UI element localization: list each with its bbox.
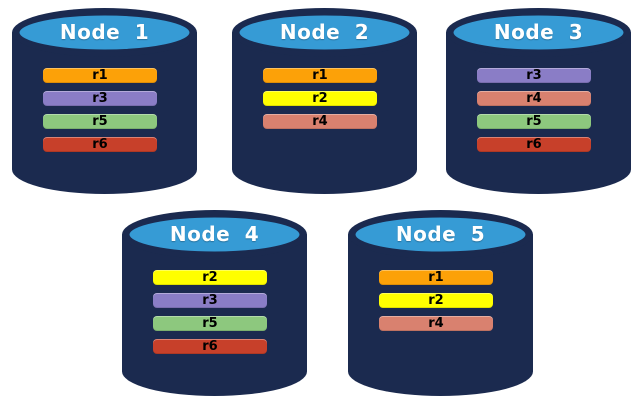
replica-bar-list: r3 r4 r5 r6 [477, 68, 591, 152]
replica-bar-r4: r4 [477, 91, 591, 106]
node-5: Node 5 r1 r2 r4 [348, 210, 533, 396]
replica-bar-r3: r3 [477, 68, 591, 83]
node-title: Node 2 [279, 20, 370, 44]
replica-bar-list: r1 r3 r5 r6 [43, 68, 157, 152]
cylinder-top-ellipse [451, 13, 626, 52]
replica-bar-list: r1 r2 r4 [379, 270, 493, 331]
node-3: Node 3 r3 r4 r5 r6 [446, 8, 631, 194]
replica-bar-r1: r1 [263, 68, 377, 83]
cylinder-top-ellipse [353, 215, 528, 254]
node-2: Node 2 r1 r2 r4 [232, 8, 417, 194]
cylinder-top-ellipse [17, 13, 192, 52]
cylinder-top-ellipse [127, 215, 302, 254]
replica-bar-r3: r3 [43, 91, 157, 106]
node-1: Node 1 r1 r3 r5 r6 [12, 8, 197, 194]
replica-bar-r5: r5 [153, 316, 267, 331]
replica-bar-r2: r2 [379, 293, 493, 308]
replica-bar-r1: r1 [379, 270, 493, 285]
node-title: Node 5 [395, 222, 486, 246]
replica-bar-r4: r4 [263, 114, 377, 129]
node-title: Node 4 [169, 222, 260, 246]
replica-bar-r6: r6 [43, 137, 157, 152]
cylinder-top-ellipse [237, 13, 412, 52]
replica-bar-r2: r2 [153, 270, 267, 285]
replica-bar-r5: r5 [43, 114, 157, 129]
replica-bar-r1: r1 [43, 68, 157, 83]
node-title: Node 1 [59, 20, 150, 44]
replica-bar-r6: r6 [477, 137, 591, 152]
replica-bar-r4: r4 [379, 316, 493, 331]
node-title: Node 3 [493, 20, 584, 44]
replica-bar-list: r1 r2 r4 [263, 68, 377, 129]
replica-bar-r2: r2 [263, 91, 377, 106]
replica-bar-r6: r6 [153, 339, 267, 354]
node-4: Node 4 r2 r3 r5 r6 [122, 210, 307, 396]
replica-bar-r3: r3 [153, 293, 267, 308]
replica-bar-list: r2 r3 r5 r6 [153, 270, 267, 354]
replica-bar-r5: r5 [477, 114, 591, 129]
database-cylinder-icon [348, 210, 533, 396]
